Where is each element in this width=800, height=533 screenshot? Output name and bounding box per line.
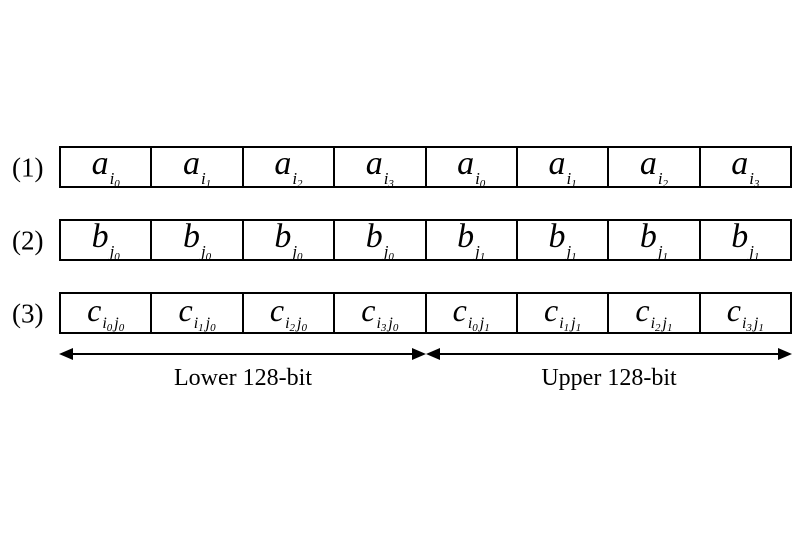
lower-bracket-right-arrowhead	[412, 348, 426, 360]
bracket-arrows	[59, 348, 792, 360]
row-3-label: (3)	[12, 298, 44, 329]
lower-128-bit-label: Lower 128-bit	[174, 365, 312, 391]
row-1-label: (1)	[12, 152, 44, 183]
row-2-label: (2)	[12, 225, 44, 256]
upper-bracket-left-arrowhead	[426, 348, 440, 360]
lower-bracket-left-arrowhead	[59, 348, 73, 360]
upper-128-bit-label: Upper 128-bit	[541, 365, 677, 391]
upper-bracket-right-arrowhead	[778, 348, 792, 360]
